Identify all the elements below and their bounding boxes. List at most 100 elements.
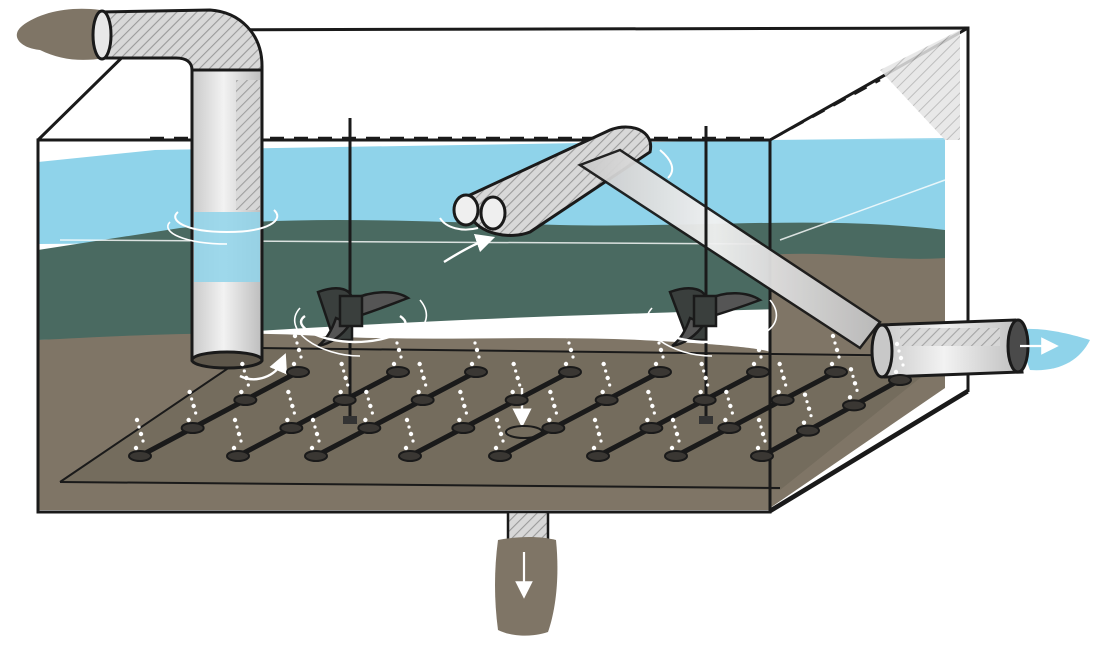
- air-bubble: [650, 403, 655, 409]
- air-bubble: [554, 411, 558, 415]
- air-diffuser-icon: [410, 394, 435, 406]
- surface-skimmer-pipe-icon: [439, 125, 882, 350]
- air-diffuser-icon: [746, 366, 770, 378]
- air-bubble: [852, 381, 858, 386]
- air-bubble: [784, 383, 788, 387]
- air-bubble: [833, 341, 837, 345]
- air-diffuser-icon: [332, 394, 357, 406]
- diffuser-pipe: [236, 369, 400, 459]
- air-bubble: [829, 361, 835, 367]
- diffuser-pipe: [760, 377, 902, 459]
- air-bubble: [567, 341, 571, 345]
- mixer-propeller-icon: [293, 118, 428, 424]
- air-bubble: [392, 333, 398, 339]
- air-bubble: [370, 411, 374, 415]
- air-diffuser-icon: [888, 374, 912, 386]
- air-bubble: [670, 417, 676, 423]
- air-bubble: [673, 425, 677, 429]
- air-diffuser-icon: [639, 422, 664, 434]
- air-bubble: [755, 445, 761, 451]
- air-bubble: [417, 361, 422, 367]
- air-diffuser-icon: [180, 422, 205, 434]
- air-bubble: [296, 347, 302, 353]
- air-bubble: [604, 369, 608, 373]
- air-bubble: [187, 389, 192, 395]
- air-bubble: [658, 347, 664, 353]
- air-diffuser-icon: [692, 394, 717, 406]
- air-bubble: [847, 395, 853, 400]
- air-diffuser-icon: [750, 450, 774, 462]
- air-bubble: [416, 389, 421, 395]
- air-bubble: [421, 375, 426, 381]
- air-diffuser-icon: [398, 450, 422, 462]
- air-bubble: [286, 389, 291, 395]
- air-diffuser-icon: [451, 422, 476, 434]
- air-bubble: [134, 417, 140, 423]
- air-bubble: [563, 361, 569, 367]
- air-diffuser-icon: [824, 366, 848, 378]
- air-bubble: [518, 383, 522, 387]
- air-bubble: [133, 445, 139, 451]
- air-bubble: [313, 425, 317, 429]
- air-bubble: [408, 431, 414, 437]
- air-diffuser-icon: [304, 450, 328, 462]
- air-diffuser-icon: [664, 450, 688, 462]
- air-bubble: [338, 389, 343, 395]
- air-bubble: [511, 361, 516, 367]
- air-bubble: [239, 389, 244, 395]
- air-diffuser-icon: [386, 366, 410, 378]
- air-bubble: [424, 383, 428, 387]
- air-bubble: [600, 389, 605, 395]
- air-bubble: [292, 333, 298, 339]
- air-bubble: [514, 369, 518, 373]
- air-bubble: [420, 369, 424, 373]
- air-bubble: [781, 375, 786, 381]
- air-bubble: [236, 431, 242, 437]
- air-bubble: [396, 347, 402, 353]
- air-bubble: [290, 403, 295, 409]
- air-bubble: [801, 420, 807, 425]
- diffuser-pipe: [674, 369, 838, 459]
- air-bubble: [368, 403, 373, 409]
- air-bubble: [901, 363, 905, 367]
- air-bubble: [591, 445, 597, 451]
- air-bubble: [552, 403, 557, 409]
- air-bubble: [657, 341, 661, 345]
- air-bubble: [756, 347, 762, 353]
- air-bubble: [366, 397, 370, 401]
- air-bubble: [894, 341, 900, 347]
- air-bubble: [194, 411, 198, 415]
- air-bubble: [239, 439, 243, 443]
- air-bubble: [242, 369, 246, 373]
- air-diffuser-icon: [286, 366, 310, 378]
- air-bubble: [564, 333, 570, 339]
- air-bubble: [730, 411, 734, 415]
- mixer-propeller-icon: [645, 126, 778, 424]
- diffuser-pipe: [408, 369, 572, 459]
- air-bubble: [780, 369, 784, 373]
- air-bubble: [477, 355, 481, 359]
- air-bubble: [848, 367, 854, 372]
- air-bubble: [231, 445, 237, 451]
- air-bubble: [404, 417, 410, 423]
- air-bubble: [299, 355, 303, 359]
- air-bubble: [897, 349, 901, 353]
- air-bubble: [411, 439, 415, 443]
- air-bubble: [608, 383, 612, 387]
- air-bubble: [755, 341, 759, 345]
- air-diffuser-icon: [770, 394, 795, 406]
- air-bubble: [751, 361, 757, 367]
- air-bubble: [141, 439, 145, 443]
- air-bubble: [403, 445, 409, 451]
- diffuser-pipe: [138, 369, 300, 459]
- tank-corner-hatch: [880, 30, 960, 140]
- air-bubble: [474, 347, 480, 353]
- air-diffuser-icon: [648, 366, 672, 378]
- air-bubble: [190, 397, 194, 401]
- air-bubble: [568, 347, 574, 353]
- air-bubble: [244, 375, 249, 381]
- air-bubble: [288, 397, 292, 401]
- elbow-inlet-pipe-icon: [91, 8, 279, 370]
- air-bubble: [391, 361, 397, 367]
- air-bubble: [809, 414, 813, 418]
